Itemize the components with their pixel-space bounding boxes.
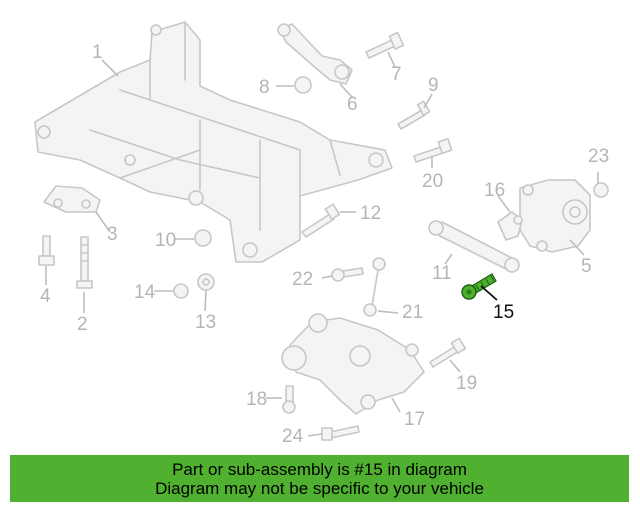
part-19-bolt: [429, 337, 467, 368]
part-1-subframe: [34, 21, 393, 263]
part-2-stud: [76, 236, 93, 289]
part-21-stabilizer-link: [363, 257, 386, 317]
callout-14: 14: [134, 282, 156, 303]
callout-7: 7: [391, 64, 402, 85]
callout-11: 11: [432, 263, 452, 284]
part-4-bolt: [38, 235, 55, 266]
leader-lines: [45, 51, 599, 437]
callout-5: 5: [581, 256, 592, 277]
part-6-upper-arm: [277, 23, 353, 85]
callout-23: 23: [588, 146, 609, 167]
callout-21: 21: [402, 302, 423, 323]
callout-17: 17: [404, 409, 425, 430]
callout-24: 24: [282, 426, 304, 447]
callout-3: 3: [107, 224, 118, 245]
callout-4: 4: [40, 286, 51, 307]
part-8-nut: [294, 76, 312, 94]
banner-line-1: Part or sub-assembly is #15 in diagram: [172, 459, 467, 479]
callout-9: 9: [428, 75, 439, 96]
callout-20: 20: [422, 171, 443, 192]
part-24-bolt: [321, 425, 360, 441]
part-18-bolt: [282, 385, 296, 414]
part-3-bracket: [43, 185, 101, 213]
callout-19: 19: [456, 373, 477, 394]
callout-1: 1: [92, 42, 103, 63]
part-15-bolt-highlighted: [461, 273, 497, 300]
callout-12: 12: [360, 203, 381, 224]
callout-10: 10: [155, 230, 176, 251]
callout-16: 16: [484, 180, 505, 201]
callout-6: 6: [347, 94, 358, 115]
callout-2: 2: [77, 314, 88, 335]
callout-13: 13: [195, 312, 216, 333]
banner-line-2: Diagram may not be specific to your vehi…: [155, 478, 484, 498]
callout-22: 22: [292, 269, 313, 290]
part-11-lateral-link: [428, 220, 520, 273]
part-14-nut: [173, 283, 189, 299]
callout-18: 18: [246, 389, 267, 410]
part-7-bolt: [365, 31, 405, 59]
part-20-bolt: [413, 137, 453, 163]
callout-labels: 1 2 3 4 5 6 7 8 9 10 11 12 13 14 15 16 1…: [40, 42, 609, 447]
part-17-lower-arm: [281, 313, 425, 415]
callout-15: 15: [493, 302, 514, 323]
part-5-knuckle: [519, 179, 591, 253]
highlight-info-banner: Part or sub-assembly is #15 in diagram D…: [10, 455, 629, 502]
part-16-bracket: [497, 211, 523, 241]
part-22-bolt: [331, 267, 364, 282]
part-10-nut: [194, 229, 212, 247]
part-13-washer: [197, 273, 215, 291]
part-12-bolt: [301, 203, 341, 238]
callout-8: 8: [259, 77, 270, 98]
part-23-nut: [593, 182, 609, 198]
part-9-bolt: [397, 100, 431, 130]
